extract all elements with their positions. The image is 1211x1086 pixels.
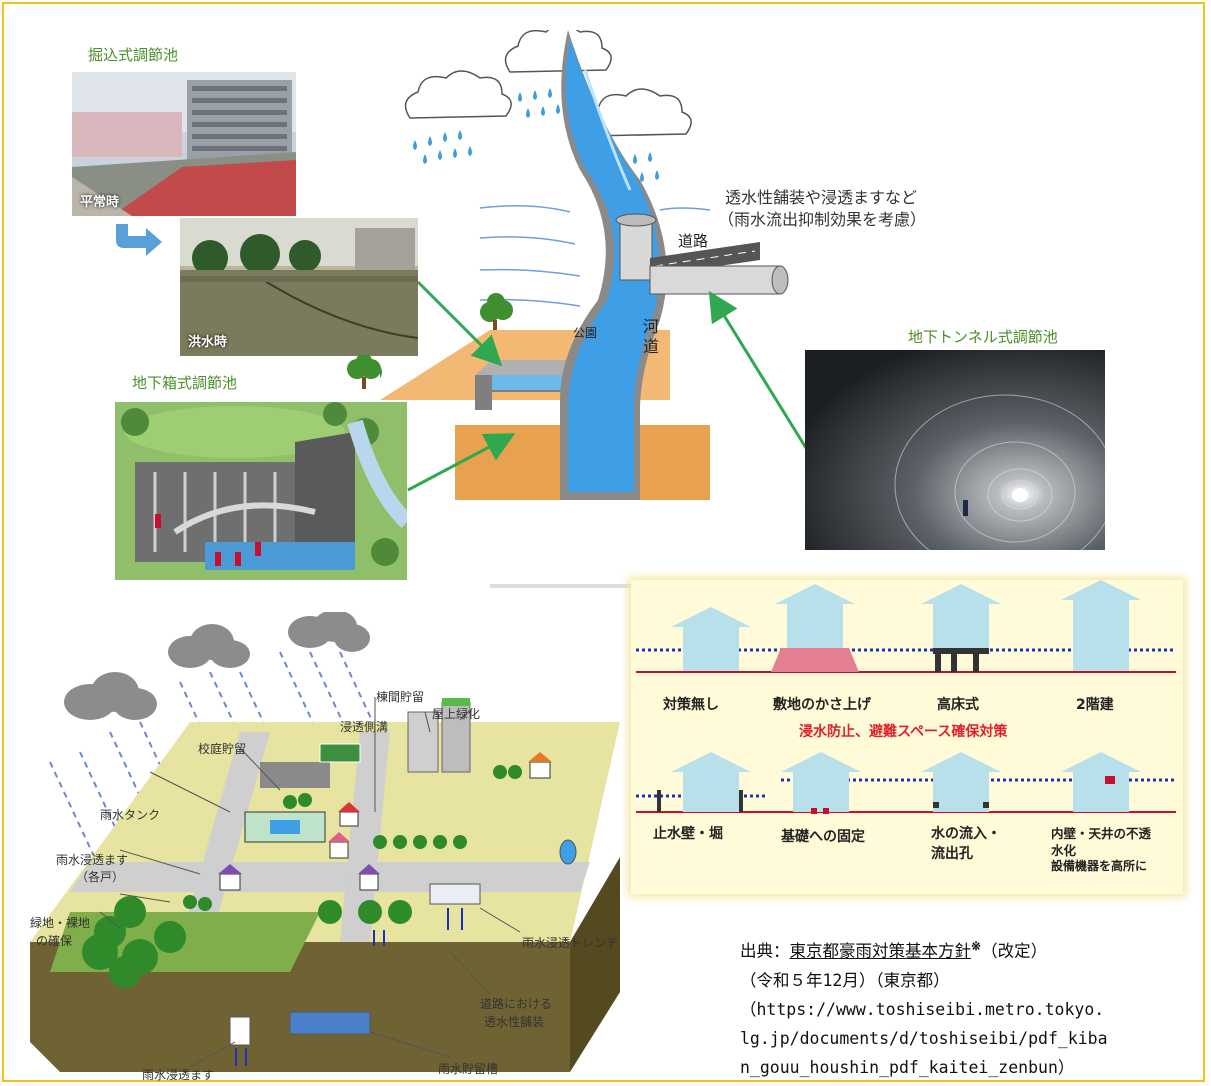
green-arrows (407, 280, 808, 492)
river-diagram: 公園 河 道 道路 (380, 30, 789, 500)
photo-pond-flood: 洪水時 (180, 218, 418, 356)
house-label-elevated: 高床式 (937, 697, 979, 713)
house-label-two-storey: 2階建 (1076, 697, 1114, 713)
source-line-2: （令和５年12月）（東京都） (740, 970, 950, 990)
photo-underground-box (115, 402, 407, 580)
label-river-2: 道 (643, 337, 659, 356)
tag-normal: 平常時 (80, 195, 120, 210)
house-label-none: 対策無し (663, 697, 719, 713)
house-label-interior-1: 内壁・天井の不透 (1051, 826, 1152, 841)
source-citation: 出典：東京都豪雨対策基本方針※（改定） （令和５年12月）（東京都） （http… (740, 932, 1200, 1082)
tree-icon (347, 355, 381, 389)
label-permeable-pavement-2: 透水性舗装 (484, 1015, 545, 1029)
label-tunnel: 地下トンネル式調節池 (908, 328, 1058, 346)
label-building-storage: 棟間貯留 (376, 690, 425, 704)
label-school-storage: 校庭貯留 (198, 742, 247, 756)
label-rain-basin-2: （各戸） (76, 870, 125, 884)
label-rooftop-greening: 屋上緑化 (432, 707, 481, 721)
tree-icon (380, 293, 513, 378)
house-label-foundation: 基礎への固定 (781, 829, 865, 845)
house-label-inflow-1: 水の流入・ (931, 826, 1001, 842)
label-excavated-pond: 掘込式調節池 (88, 46, 179, 64)
label-park: 公園 (573, 326, 597, 340)
transition-arrow-icon (116, 224, 162, 256)
house-row-1 (636, 580, 1176, 673)
house-label-waterproof-wall: 止水壁・堀 (653, 826, 723, 842)
label-green-space-1: 緑地・裸地 (30, 916, 91, 930)
source-line-4: lg.jp/documents/d/toshiseibi/pdf_kiba (740, 1028, 1108, 1048)
source-mark: ※ (971, 939, 982, 953)
label-rain-basin-bottom: 雨水浸透ます (142, 1068, 215, 1082)
source-prefix: 出典： (740, 941, 790, 961)
house-label-interior-3: 設備機器を高所に (1051, 859, 1148, 873)
label-infiltration-trench: 雨水浸透トレンチ (522, 936, 619, 950)
label-river-1: 河 (643, 317, 659, 336)
source-line-5: n_gouu_houshin_pdf_kaitei_zenbun） (740, 1057, 1075, 1077)
tag-flood: 洪水時 (188, 335, 228, 350)
label-green-space-2: の確保 (36, 934, 73, 948)
label-permeable-pavement-1: 道路における (480, 997, 553, 1011)
house-measures-panel: 対策無し 敷地のかさ上げ 高床式 2階建 浸水防止、避難スペース確保対策 止水壁… (631, 580, 1183, 894)
label-rain-storage-tank: 雨水貯留槽 (438, 1062, 499, 1076)
house-label-raise: 敷地のかさ上げ (773, 697, 871, 713)
label-permeable-2: （雨水流出抑制効果を考慮） (718, 210, 927, 229)
photo-pond-normal: 平常時 (72, 72, 296, 216)
source-suffix: （改定） (981, 941, 1048, 961)
photo-tunnel (805, 350, 1105, 550)
house-row1-caption: 浸水防止、避難スペース確保対策 (799, 724, 1008, 740)
house-label-inflow-2: 流出孔 (931, 846, 973, 862)
label-underground-box: 地下箱式調節池 (132, 374, 238, 392)
label-infiltration-gutter: 浸透側溝 (340, 720, 389, 734)
source-title-link[interactable]: 東京都豪雨対策基本方針 (789, 941, 972, 961)
city-infiltration-illustration (30, 612, 620, 1072)
house-row-2 (636, 752, 1176, 814)
house-measures-diagram (636, 580, 1176, 814)
cloud-icon (404, 30, 692, 137)
source-line-1: 出典：東京都豪雨対策基本方針※（改定） (740, 932, 1200, 966)
label-rain-basin-1: 雨水浸透ます (56, 853, 129, 867)
label-road: 道路 (678, 232, 708, 250)
label-rain-tank: 雨水タンク (100, 808, 161, 822)
house-label-interior-2: 水化 (1051, 843, 1077, 858)
label-permeable-1: 透水性舗装や浸透ますなど (725, 188, 918, 207)
source-line-3: （https://www.toshiseibi.metro.tokyo. (740, 999, 1105, 1019)
